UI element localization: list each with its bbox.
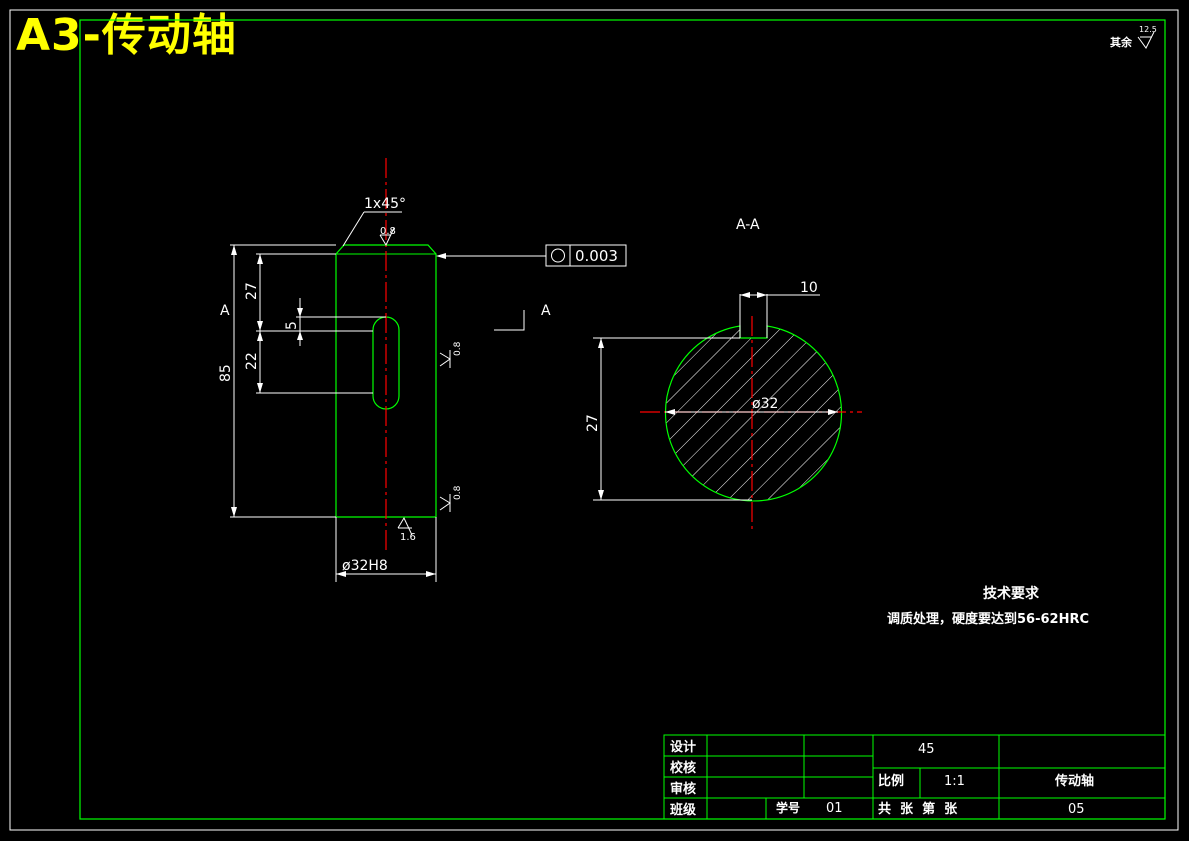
general-roughness: 其余 12.5 [1110,25,1157,49]
tb-scale-value: 1:1 [944,774,965,789]
tb-material: 45 [918,742,935,757]
tb-check: 校核 [670,760,696,776]
tb-review: 审核 [670,781,696,797]
tb-design: 设计 [670,739,696,755]
front-view: 85 27 22 5 1x45° 0.8 0.003 0.8 0.8 [218,158,627,582]
tech-requirements: 技术要求 调质处理，硬度要达到56-62HRC [887,585,1089,627]
dim-key-offset: 27 [244,282,260,300]
dim-section-key-width: 10 [800,280,818,296]
outer-border [9,9,1179,831]
section-label: A-A [736,217,760,233]
runout-value: 0.003 [575,247,618,265]
runout-circle-icon [551,248,565,263]
roughness-side-2: 0.8 [453,485,463,500]
tb-student-no: 学号 [776,800,800,815]
tb-class: 班级 [670,802,697,818]
tb-scale-label: 比例 [878,773,904,789]
dim-section-diameter: ø32 [752,396,778,412]
tb-student-no-value: 01 [826,801,843,816]
tb-drawing-no: 05 [1068,802,1085,817]
title-block-text: 设计 校核 审核 班级 学号 01 45 比例 1:1 传动轴 共 张 第 张 … [670,739,1094,818]
dim-section-height: 27 [585,414,601,432]
roughness-other-value: 12.5 [1139,25,1157,34]
dim-total-length: 85 [218,364,234,382]
inner-border [79,19,1166,820]
tb-sheets: 共 张 第 张 [878,801,958,817]
roughness-top: 0.8 [380,226,396,237]
dim-diameter-front: ø32H8 [342,558,388,574]
drawing-title: A3-传动轴 [16,10,237,61]
roughness-other-label: 其余 [1110,35,1133,49]
title-block [663,734,1166,820]
dim-key-width: 5 [284,321,300,330]
tech-heading: 技术要求 [983,585,1040,602]
chamfer-label: 1x45° [364,196,406,212]
runout-frame [545,244,627,267]
roughness-bottom: 1.6 [400,532,416,543]
dim-key-length: 22 [244,352,260,370]
section-mark-left: A [220,303,230,319]
roughness-side-1: 0.8 [453,341,463,356]
tech-line: 调质处理，硬度要达到56-62HRC [887,611,1089,627]
section-mark-right: A [541,303,551,319]
tb-part-name: 传动轴 [1054,773,1094,789]
section-hatched-area [664,325,843,502]
section-view: A-A 10 ø32 27 [585,217,862,530]
